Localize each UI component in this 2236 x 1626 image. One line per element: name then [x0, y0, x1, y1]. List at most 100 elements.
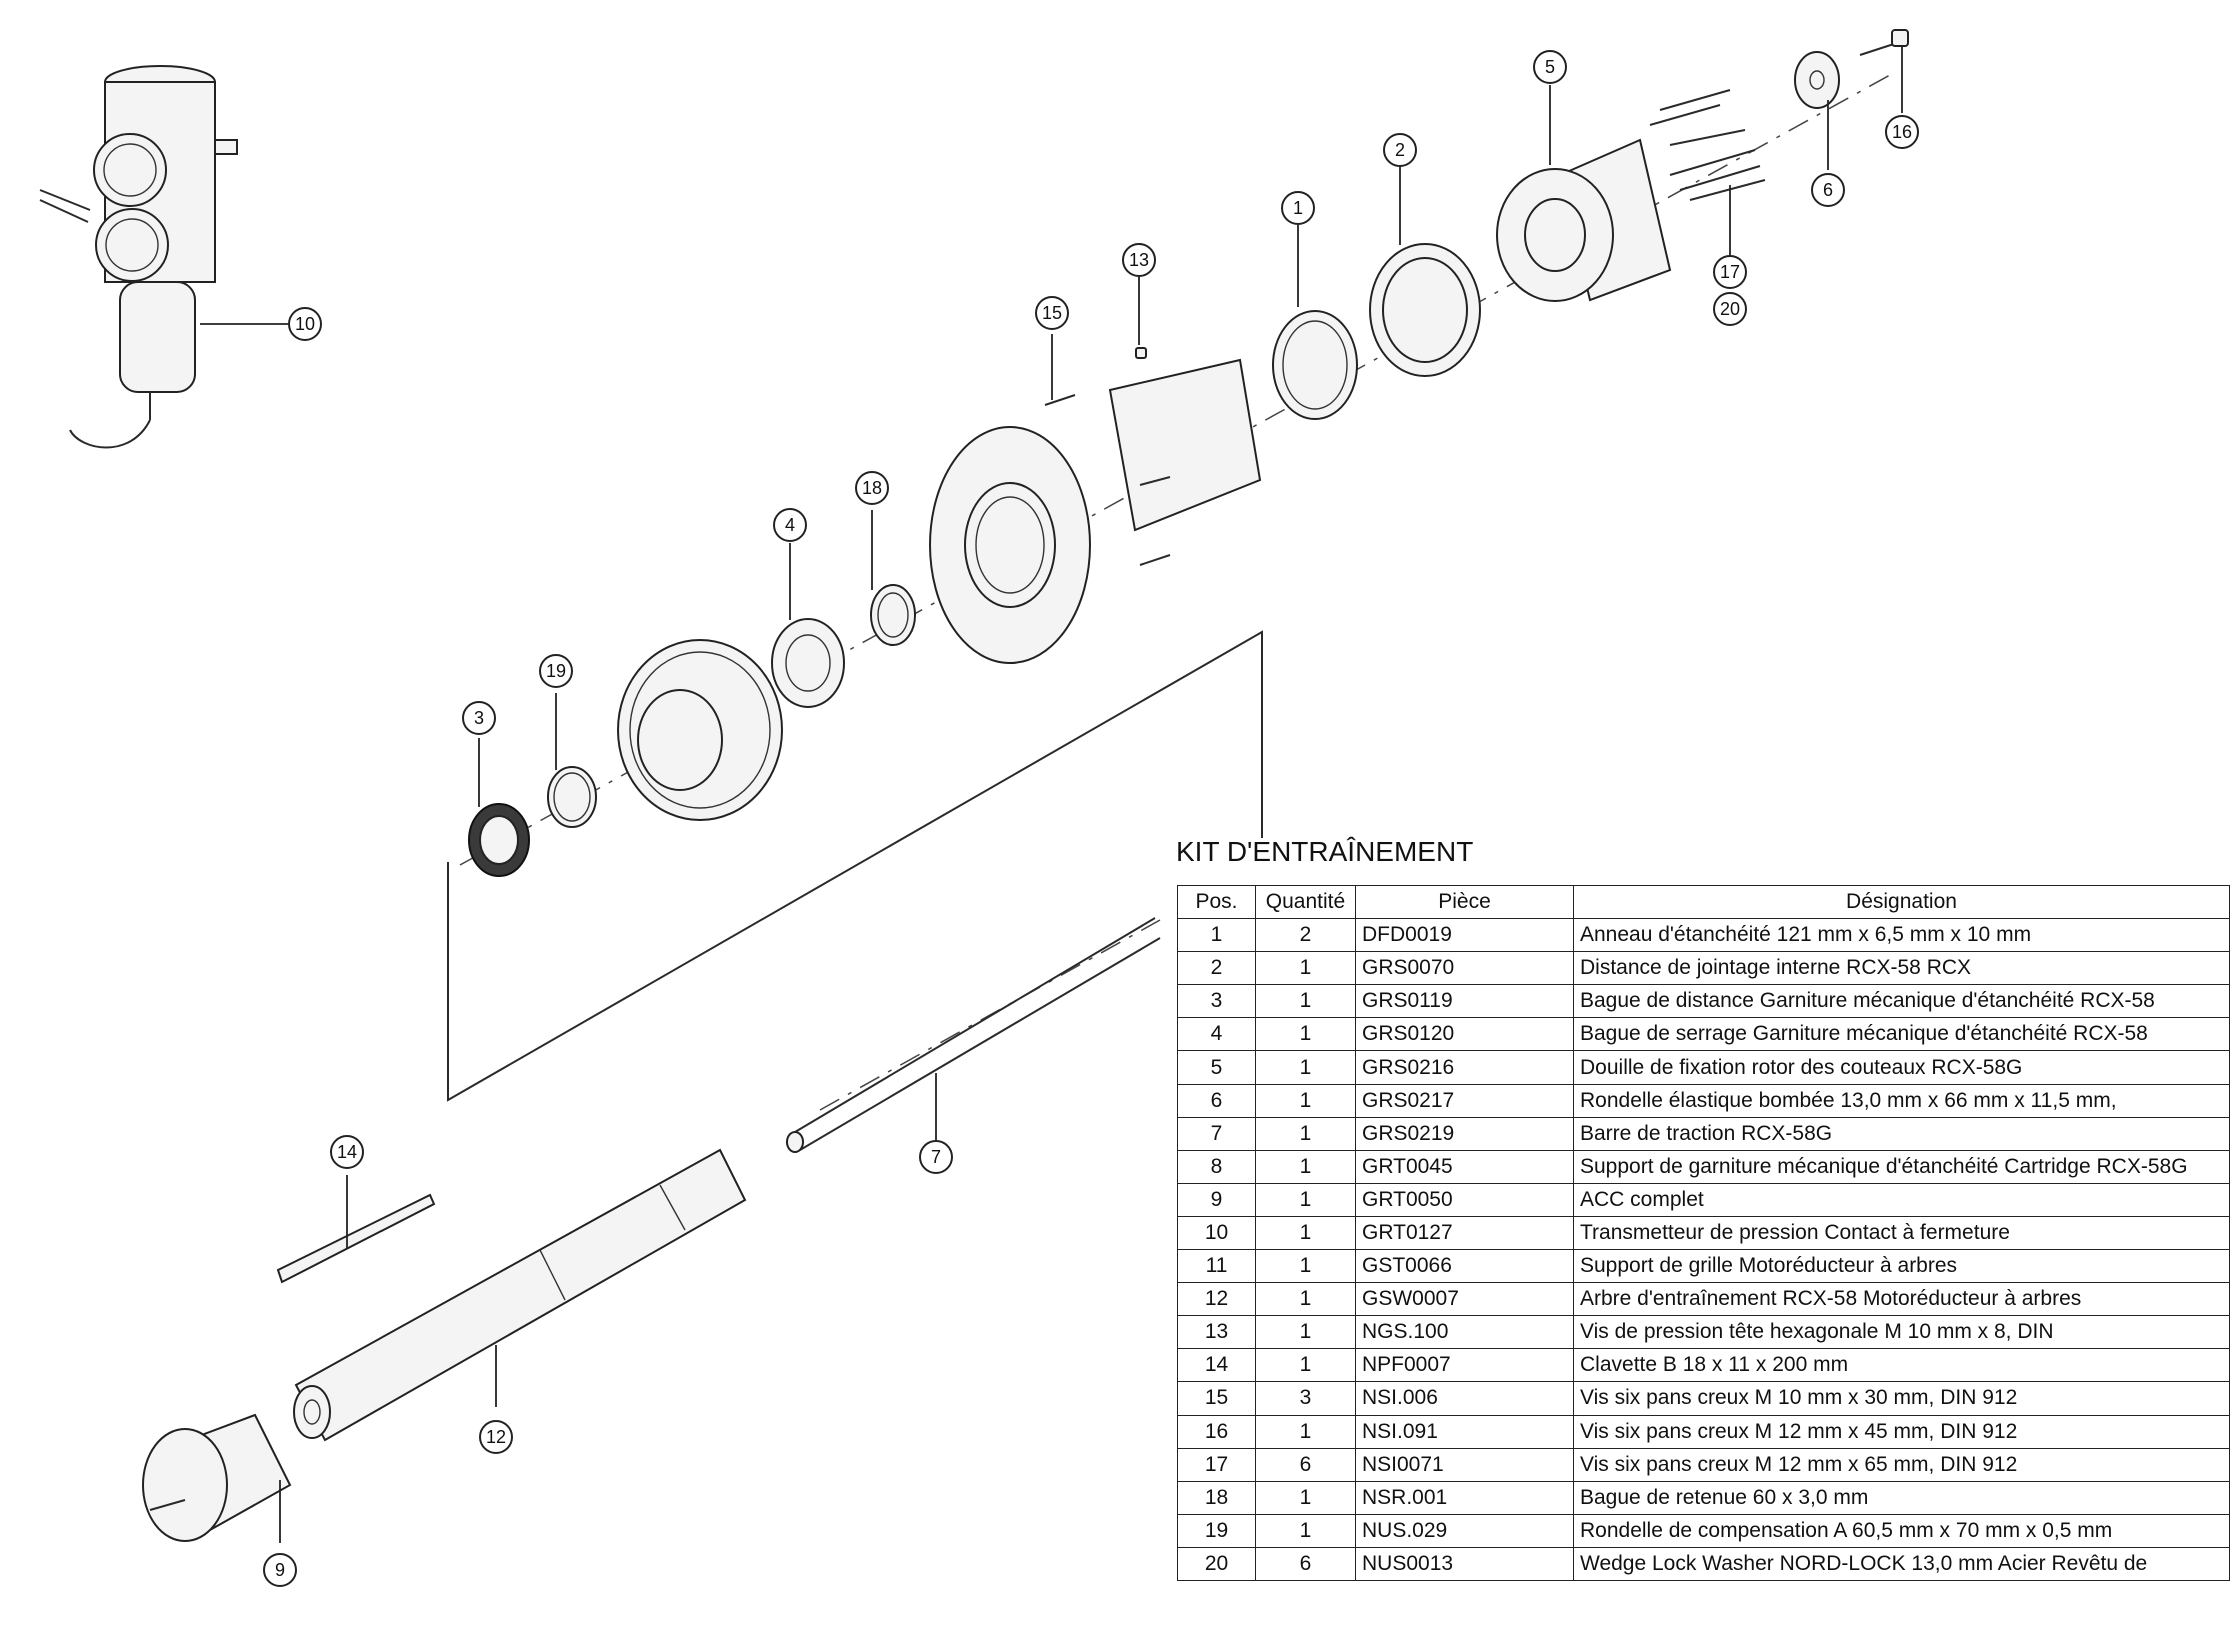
cell-part: GRS0216: [1355, 1050, 1574, 1085]
cell-qty: 1: [1255, 1348, 1356, 1383]
svg-text:5: 5: [1545, 57, 1555, 77]
cell-part: NUS0013: [1355, 1546, 1574, 1581]
cell-qty: 1: [1255, 951, 1356, 986]
cell-qty: 1: [1255, 1480, 1356, 1515]
set-screw-13: [1135, 347, 1147, 359]
svg-text:18: 18: [862, 478, 882, 498]
drive-shaft: [293, 1148, 747, 1442]
acc-coupling: [142, 1413, 292, 1542]
callout-14: 14: [330, 1135, 364, 1169]
svg-text:3: 3: [474, 708, 484, 728]
cell-designation: Barre de traction RCX-58G: [1573, 1116, 2230, 1151]
clamping-ring: [771, 618, 845, 708]
svg-text:16: 16: [1892, 122, 1912, 142]
cell-designation: Arbre d'entraînement RCX-58 Motoréducteu…: [1573, 1282, 2230, 1317]
cell-designation: Wedge Lock Washer NORD-LOCK 13,0 mm Acie…: [1573, 1546, 2230, 1581]
rotor-fixing-sleeve: [1496, 138, 1672, 302]
cell-designation: Transmetteur de pression Contact à ferme…: [1573, 1215, 2230, 1251]
seal-ring: [1272, 310, 1358, 420]
svg-text:7: 7: [931, 1147, 941, 1167]
cell-part: DFD0019: [1355, 918, 1574, 953]
compensation-washer: [547, 766, 597, 828]
cell-pos: 7: [1177, 1116, 1256, 1151]
cell-designation: Rondelle de compensation A 60,5 mm x 70 …: [1573, 1513, 2230, 1548]
callout-4: 4: [773, 508, 807, 542]
cell-designation: Vis de pression tête hexagonale M 10 mm …: [1573, 1315, 2230, 1350]
distance-ring: [468, 803, 530, 877]
cell-part: NGS.100: [1355, 1315, 1574, 1350]
svg-text:15: 15: [1042, 303, 1062, 323]
callout-7: 7: [919, 1140, 953, 1174]
cell-part: NPF0007: [1355, 1348, 1574, 1383]
screws-15: [1044, 394, 1171, 566]
cell-qty: 1: [1255, 984, 1356, 1019]
cell-pos: 11: [1177, 1249, 1256, 1284]
spring-washer: [1794, 51, 1840, 109]
cell-part: GRS0217: [1355, 1083, 1574, 1118]
cell-designation: Rondelle élastique bombée 13,0 mm x 66 m…: [1573, 1083, 2230, 1118]
cell-pos: 6: [1177, 1083, 1256, 1118]
callout-15: 15: [1035, 296, 1069, 330]
callout-2: 2: [1383, 133, 1417, 167]
svg-text:1: 1: [1293, 198, 1303, 218]
cell-designation: Bague de serrage Garniture mécanique d'é…: [1573, 1017, 2230, 1052]
cell-qty: 6: [1255, 1447, 1356, 1482]
cell-part: GRT0050: [1355, 1182, 1574, 1217]
cell-pos: 3: [1177, 984, 1256, 1019]
cell-pos: 1: [1177, 918, 1256, 953]
cell-pos: 17: [1177, 1447, 1256, 1482]
traction-bar: [786, 917, 1161, 1153]
callout-9: 9: [263, 1553, 297, 1587]
cell-part: NUS.029: [1355, 1513, 1574, 1548]
callout-6: 6: [1811, 173, 1845, 207]
cell-designation: Douille de fixation rotor des couteaux R…: [1573, 1050, 2230, 1085]
cell-designation: Vis six pans creux M 10 mm x 30 mm, DIN …: [1573, 1381, 2230, 1416]
svg-text:17: 17: [1720, 262, 1740, 282]
cell-qty: 1: [1255, 1083, 1356, 1118]
cell-pos: 9: [1177, 1182, 1256, 1217]
cell-part: GRT0045: [1355, 1149, 1574, 1184]
cell-qty: 1: [1255, 1149, 1356, 1184]
cell-part: NSI0071: [1355, 1447, 1574, 1482]
cell-pos: 5: [1177, 1050, 1256, 1085]
svg-text:12: 12: [486, 1427, 506, 1447]
cell-designation: Clavette B 18 x 11 x 200 mm: [1573, 1348, 2230, 1383]
callout-13: 13: [1122, 243, 1156, 277]
svg-text:9: 9: [275, 1560, 285, 1580]
cell-qty: 2: [1255, 918, 1356, 953]
cell-pos: 14: [1177, 1348, 1256, 1383]
cell-designation: Vis six pans creux M 12 mm x 45 mm, DIN …: [1573, 1414, 2230, 1449]
cell-qty: 1: [1255, 1282, 1356, 1317]
cell-pos: 13: [1177, 1315, 1256, 1350]
cell-pos: 8: [1177, 1149, 1256, 1184]
cell-part: NSR.001: [1355, 1480, 1574, 1515]
svg-text:2: 2: [1395, 140, 1405, 160]
table-header-row: Pos. Quantité Pièce Désignation: [1177, 884, 2230, 920]
callout-16: 16: [1885, 115, 1919, 149]
svg-text:20: 20: [1720, 299, 1740, 319]
cell-designation: Anneau d'étanchéité 121 mm x 6,5 mm x 10…: [1573, 918, 2230, 953]
cell-pos: 4: [1177, 1017, 1256, 1052]
cell-part: NSI.006: [1355, 1381, 1574, 1416]
cell-qty: 1: [1255, 1017, 1356, 1052]
cell-part: GRT0127: [1355, 1215, 1574, 1251]
cell-pos: 15: [1177, 1381, 1256, 1416]
cell-pos: 16: [1177, 1414, 1256, 1449]
cell-qty: 1: [1255, 1249, 1356, 1284]
col-header-qty: Quantité: [1255, 884, 1356, 920]
cell-qty: 1: [1255, 1215, 1356, 1251]
cell-part: GRS0119: [1355, 984, 1574, 1019]
